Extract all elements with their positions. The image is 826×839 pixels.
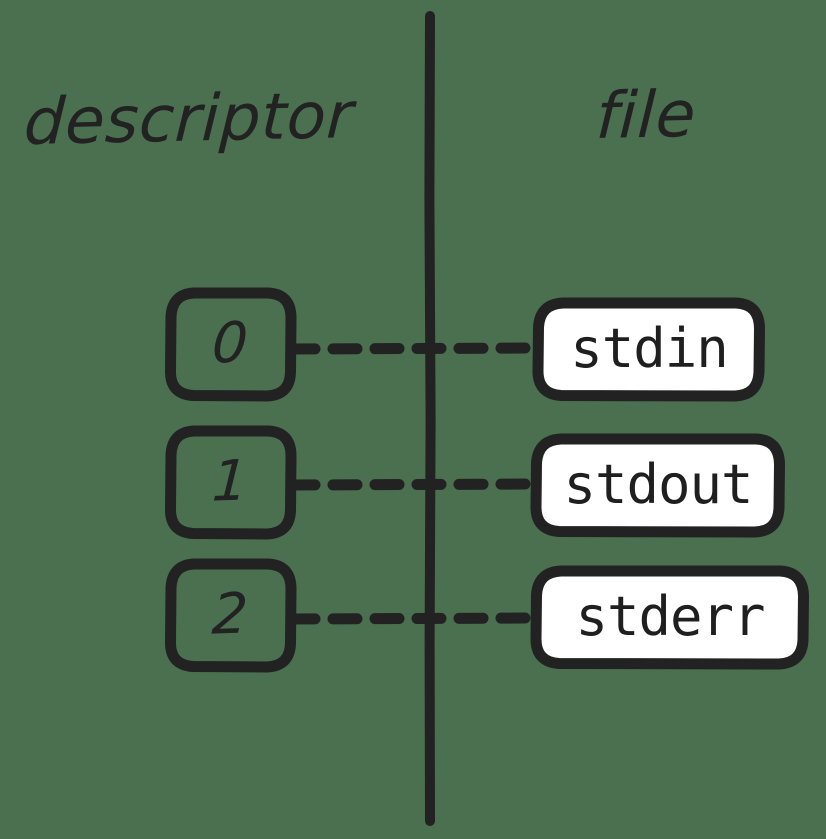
file-box-1-outline[interactable] [530, 433, 785, 538]
descriptor-value-1: 1 [210, 448, 250, 515]
file-box-0-outline[interactable] [532, 297, 765, 402]
descriptor-box-1-outline[interactable] [165, 425, 297, 540]
row-group-2 [165, 558, 809, 673]
file-label-stderr: stderr [575, 585, 765, 648]
divider-group [424, 11, 436, 826]
connector-dashes-0 [285, 342, 543, 355]
row-group-0 [165, 287, 765, 402]
connector-dashes-1 [285, 478, 542, 491]
file-box-2-outline[interactable] [530, 565, 809, 670]
vertical-divider-line [424, 11, 436, 826]
descriptor-value-2: 2 [210, 581, 250, 648]
heading-descriptor: descriptor [22, 79, 356, 160]
file-label-stdin: stdin [570, 317, 729, 380]
connector-dashes-2 [285, 612, 542, 625]
row-group-1 [165, 425, 785, 540]
file-label-stdout: stdout [563, 453, 753, 516]
descriptor-value-0: 0 [210, 310, 250, 377]
descriptor-box-0-outline[interactable] [165, 287, 297, 402]
heading-file: file [594, 77, 698, 154]
descriptor-box-2-outline[interactable] [165, 558, 297, 673]
